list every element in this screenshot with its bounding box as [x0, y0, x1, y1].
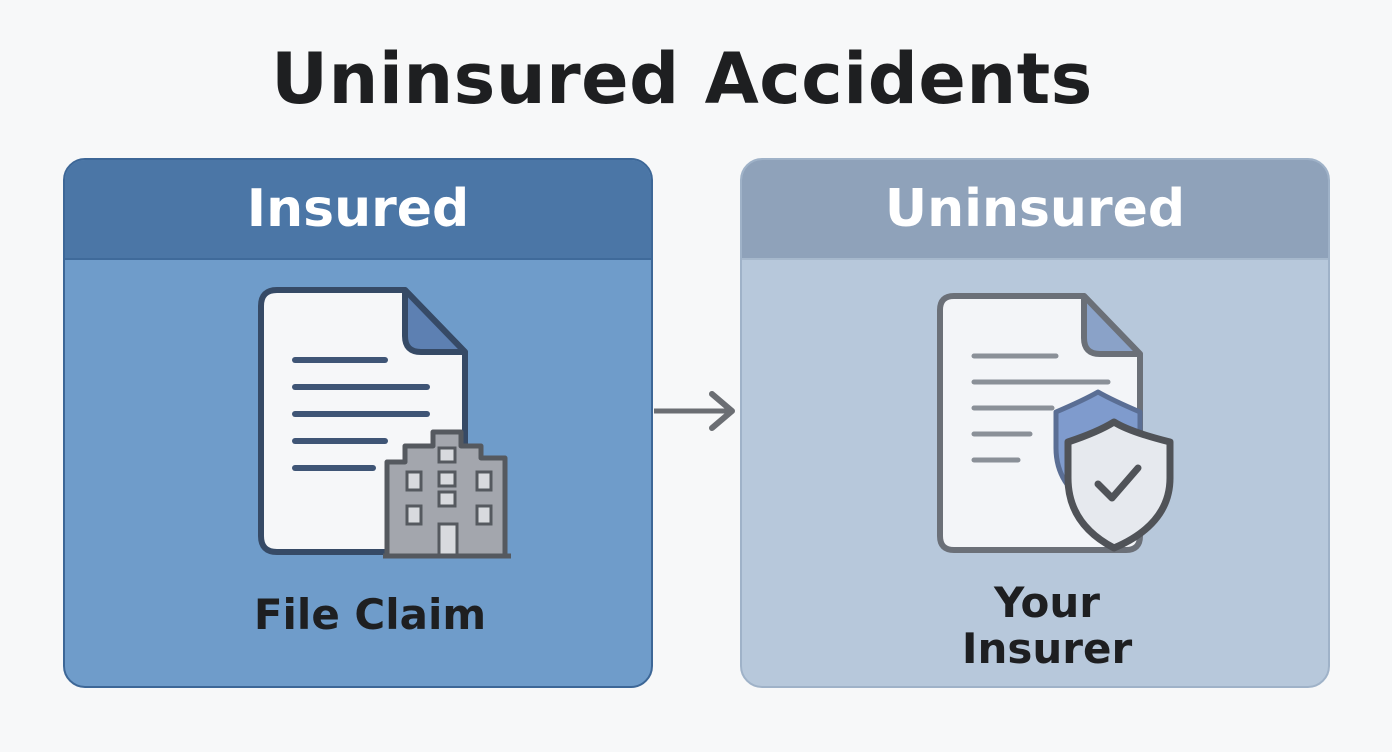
your-insurer-label: Your Insurer [742, 578, 1328, 673]
uninsured-panel: Uninsured Your Insurer [740, 158, 1330, 688]
insured-panel-header: Insured [65, 160, 651, 260]
checkmark-icon [1094, 464, 1142, 502]
uninsured-panel-header: Uninsured [742, 160, 1328, 260]
building-icon [383, 429, 511, 559]
insured-panel: Insured [63, 158, 653, 688]
diagram-title: Uninsured Accidents [271, 38, 1093, 120]
your-insurer-label-line2: Insurer [961, 624, 1133, 673]
document-with-shields-icon [937, 293, 1174, 553]
document-with-building-icon [258, 287, 511, 559]
file-claim-label: File Claim [253, 590, 487, 639]
arrow-right-icon [654, 391, 735, 431]
your-insurer-label-line1: Your [993, 578, 1101, 627]
